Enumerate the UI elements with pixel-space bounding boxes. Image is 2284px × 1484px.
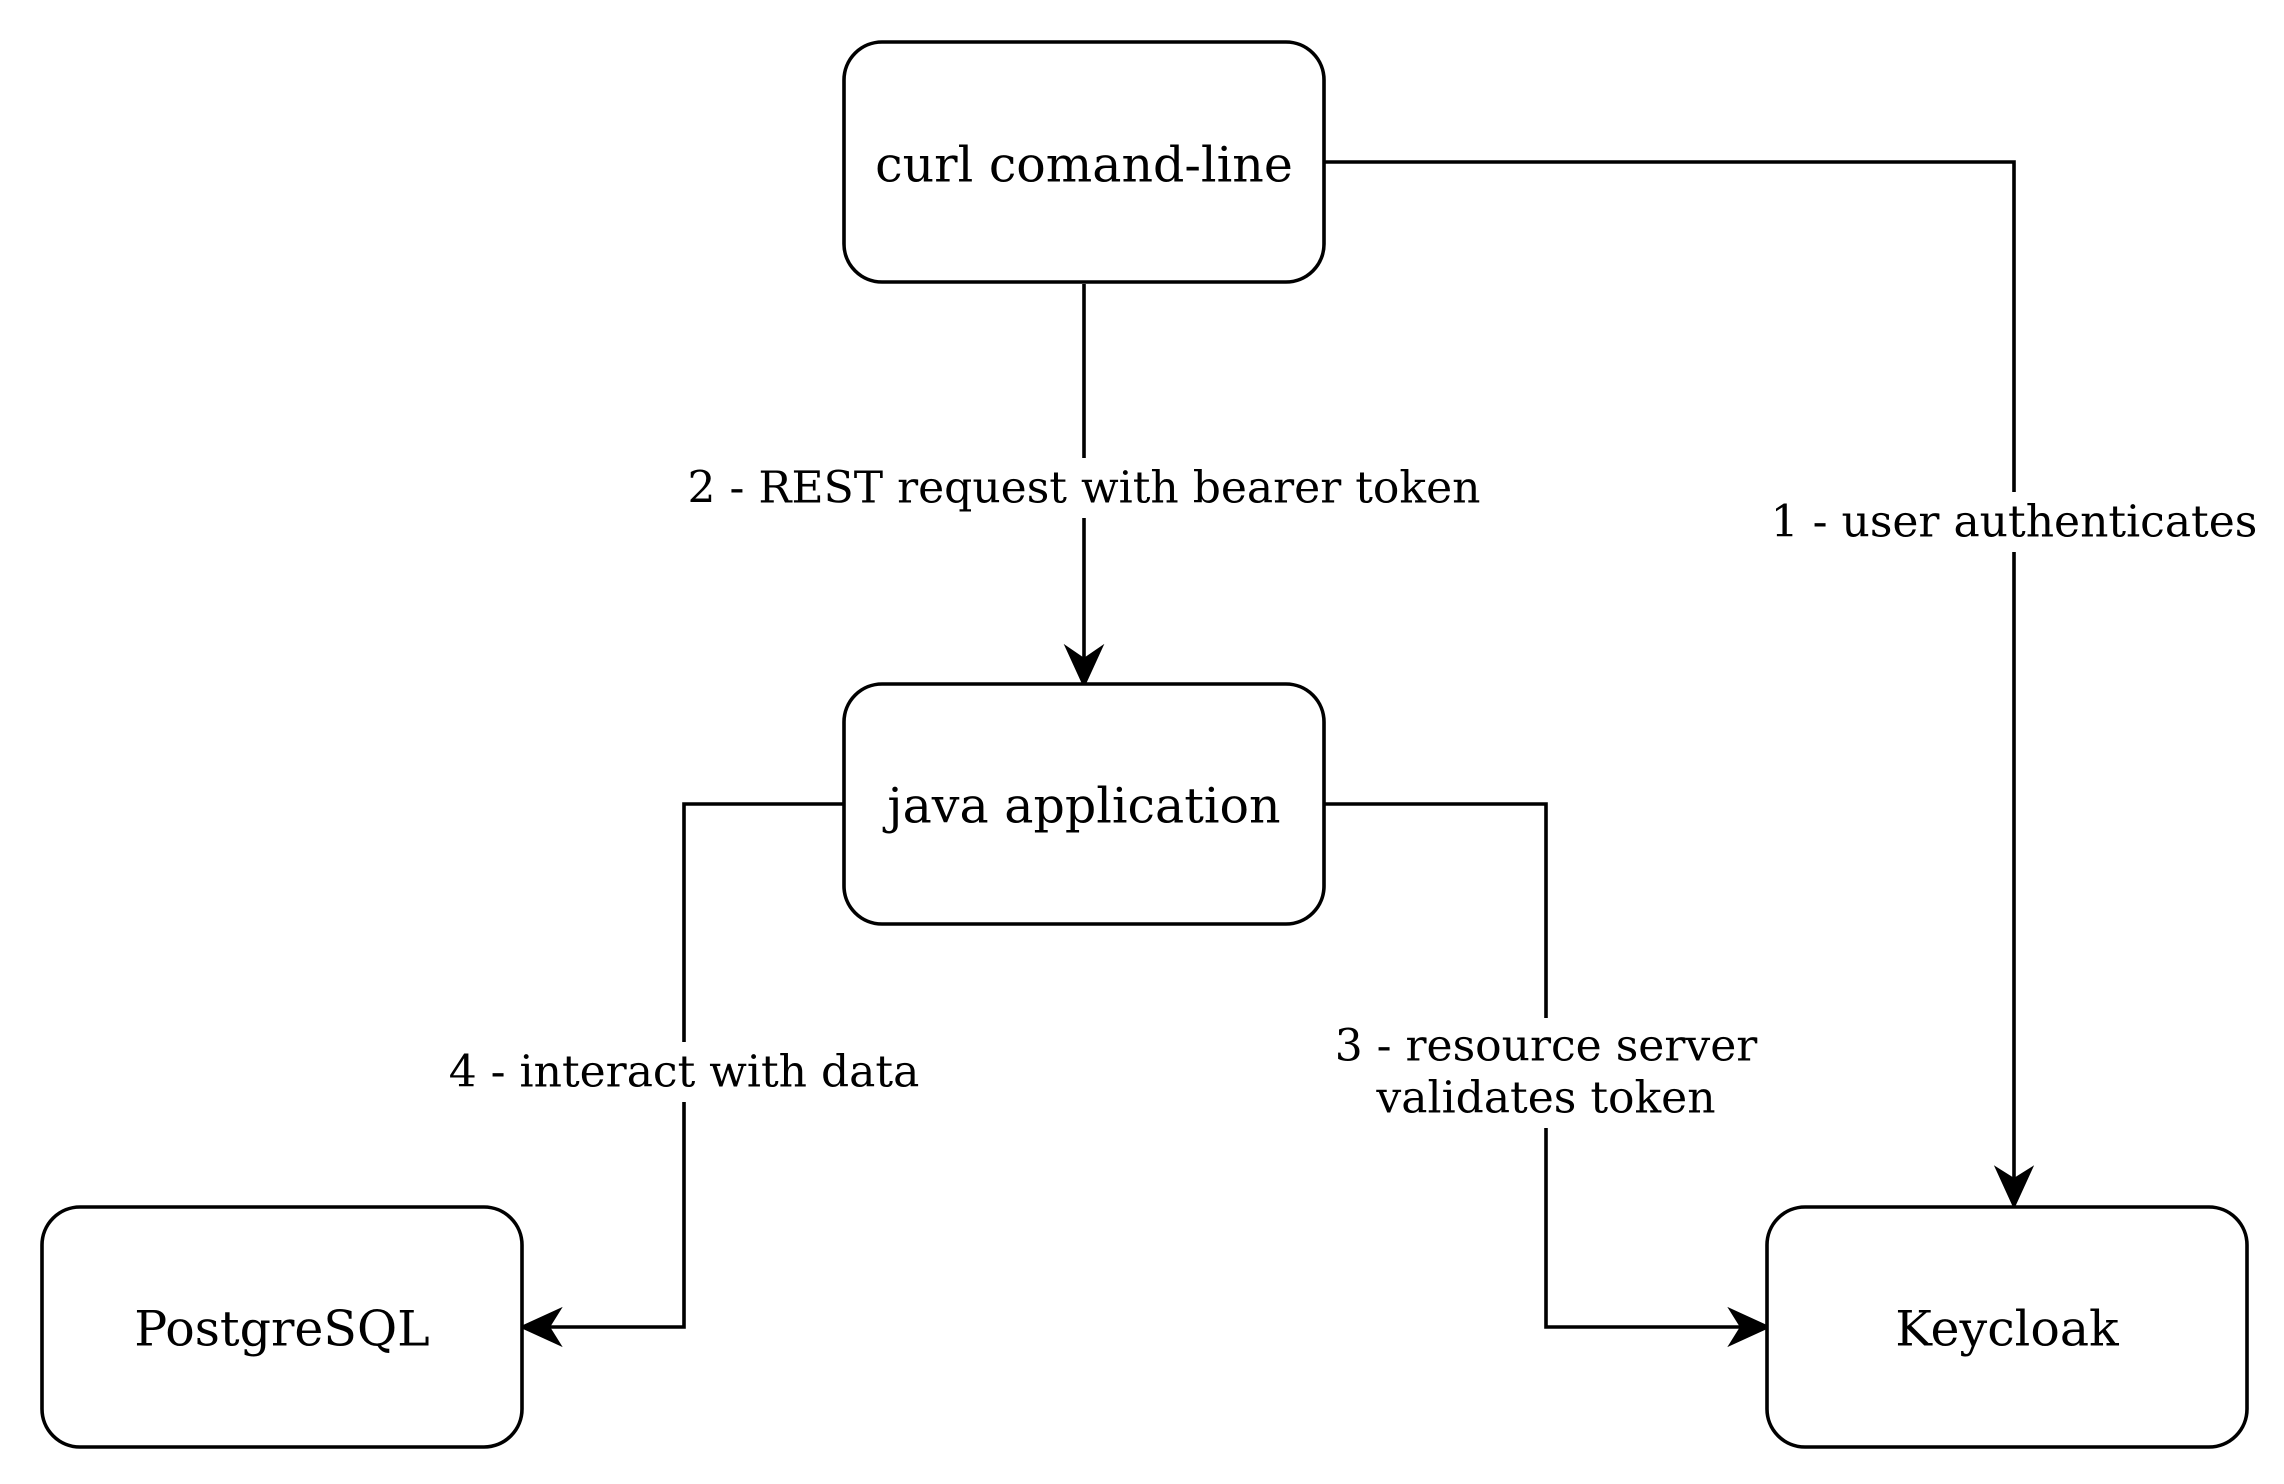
node-java-application: java application [842,682,1326,926]
edge-label-auth: 1 - user authenticates [1771,497,2258,548]
edge-validates-token: 3 - resource server validates token [1324,802,1772,1348]
arrow-head-keycloak-left [1727,1306,1772,1348]
edge-interact-with-data: 4 - interact with data [449,802,920,1348]
edge-user-authenticates: 1 - user authenticates [1324,160,2258,1210]
arrow-head-postgres-right [518,1306,563,1348]
node-java-label: java application [882,778,1280,835]
node-curl-label: curl comand-line [875,137,1293,194]
node-postgres-label: PostgreSQL [134,1301,429,1358]
arrow-head-java-top [1063,643,1105,689]
edge-label-validate-line2: validates token [1375,1073,1715,1124]
node-curl: curl comand-line [842,40,1326,284]
node-keycloak: Keycloak [1765,1205,2249,1449]
edge-rest-request: 2 - REST request with bearer token [688,284,1481,689]
edge-label-validate-line1: 3 - resource server [1335,1021,1759,1072]
node-keycloak-label: Keycloak [1895,1301,2120,1358]
node-postgresql: PostgreSQL [40,1205,524,1449]
edge-label-data: 4 - interact with data [449,1047,920,1098]
edge-label-rest: 2 - REST request with bearer token [688,463,1481,514]
arrow-head-keycloak-top [1993,1165,2035,1210]
